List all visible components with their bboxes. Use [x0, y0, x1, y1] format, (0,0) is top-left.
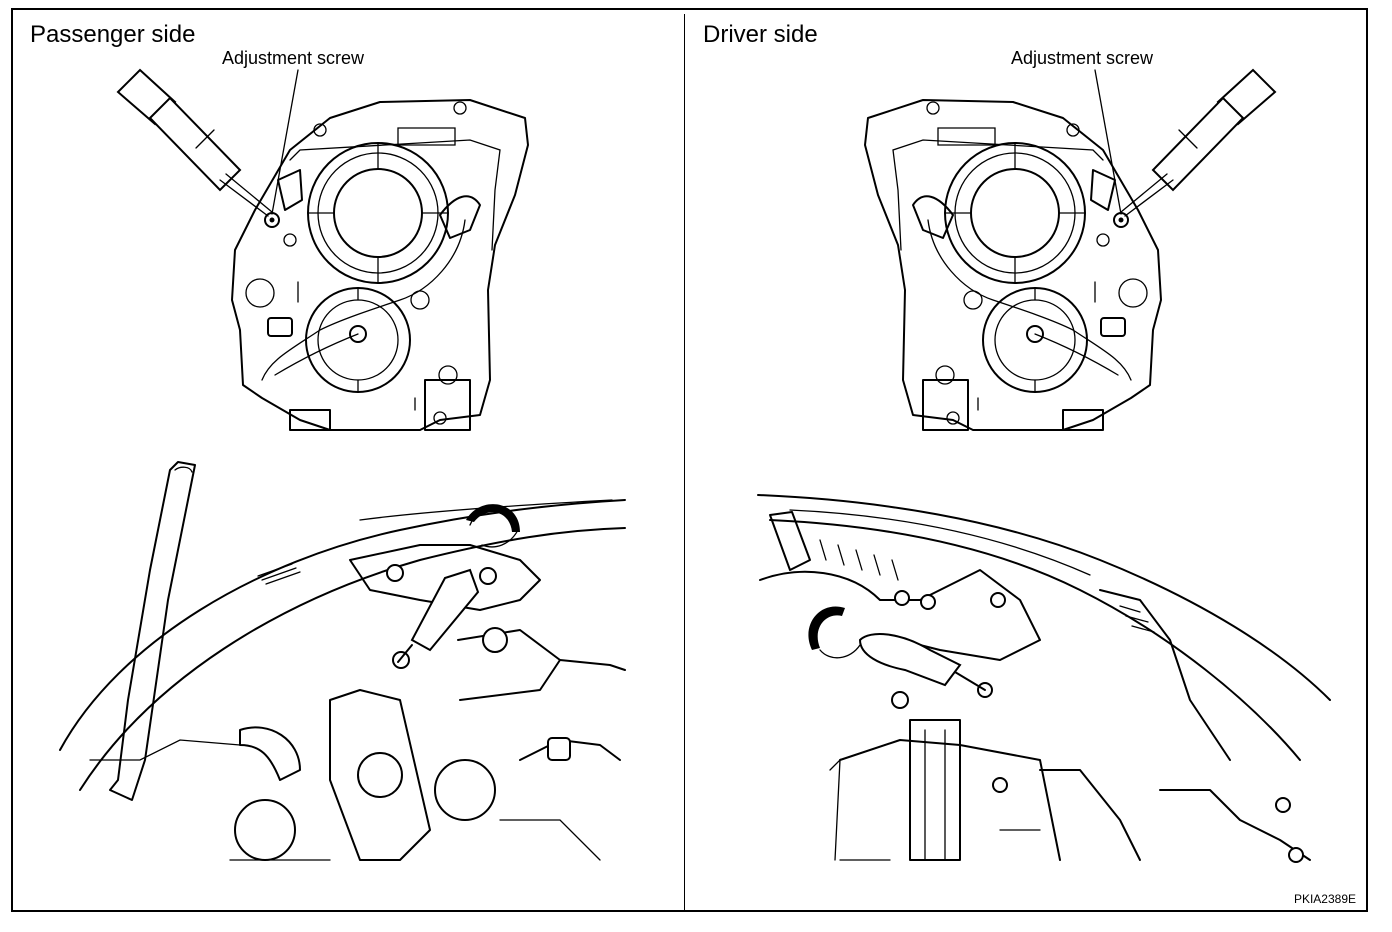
driver-adjustment-screw-label: Adjustment screw	[1011, 48, 1154, 68]
driver-side-title: Driver side	[703, 21, 818, 48]
passenger-side-title: Passenger side	[30, 21, 196, 48]
panel-divider	[684, 14, 685, 912]
passenger-adjustment-screw-label: Adjustment screw	[222, 48, 365, 68]
left-headlamp-drawing	[116, 68, 529, 431]
right-engine-bay-drawing	[757, 494, 1331, 863]
figure-id: PKIA2389E	[1293, 892, 1356, 906]
figure-frame	[11, 8, 1368, 912]
right-headlamp-drawing	[864, 68, 1277, 431]
left-engine-bay-drawing	[59, 461, 626, 861]
